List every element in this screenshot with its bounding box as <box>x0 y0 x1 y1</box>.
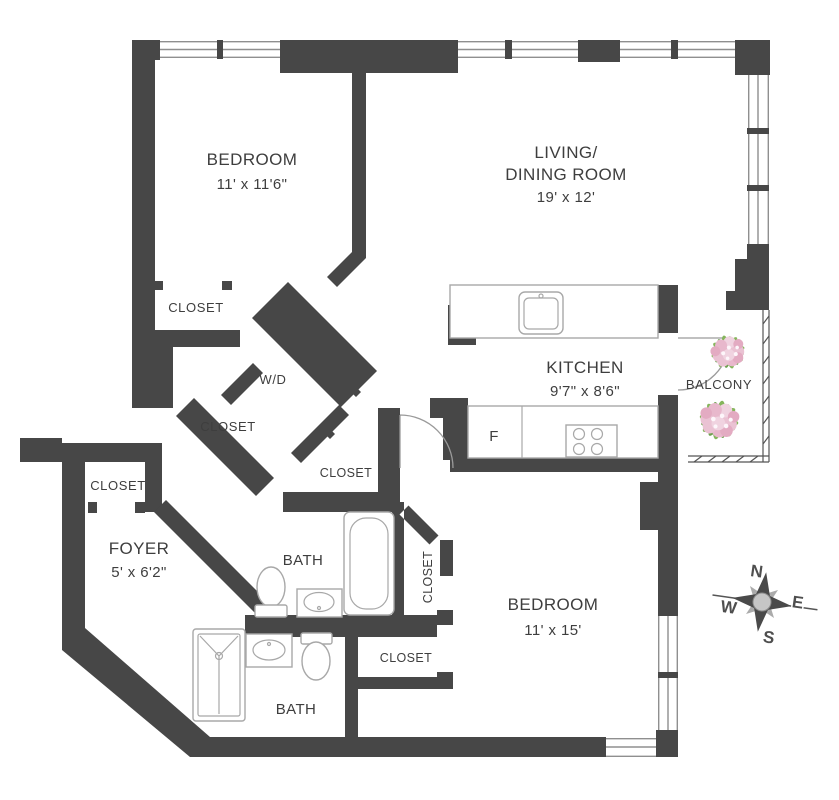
compass-rose-icon: N W E S <box>712 560 818 649</box>
kitchen-door-arc <box>399 414 454 469</box>
compass-south-label: S <box>762 627 776 647</box>
refrigerator-label: F <box>489 428 499 445</box>
stove <box>565 424 618 458</box>
balcony-railing <box>688 310 770 463</box>
bathtub <box>343 511 395 616</box>
hall-diagonal-walls <box>132 281 377 614</box>
bath-upper-label: BATH <box>283 552 324 569</box>
compass-north-label: N <box>749 561 764 582</box>
foyer-dims: 5' x 6'2" <box>111 564 167 581</box>
bath-sink <box>296 588 343 618</box>
bedroom-2-dims: 11' x 15' <box>524 622 581 639</box>
closet-bedroom-2-label: CLOSET <box>380 651 432 665</box>
bedroom-2-label: BEDROOM <box>508 595 599 614</box>
closet-foyer-label: CLOSET <box>90 478 146 493</box>
closet-bedroom-1-label: CLOSET <box>168 300 224 315</box>
living-dining-dims: 19' x 12' <box>537 189 596 206</box>
bath-lower-label: BATH <box>276 701 317 718</box>
bath-sink <box>245 633 293 668</box>
toilet <box>300 632 333 681</box>
kitchen-label: KITCHEN <box>546 358 623 377</box>
balcony-label: BALCONY <box>686 377 752 392</box>
kitchen-dims: 9'7" x 8'6" <box>550 383 620 400</box>
bedroom-1-dims: 11' x 11'6" <box>217 176 288 193</box>
closet-hall-label: CLOSET <box>200 419 256 434</box>
closet-mid-hall-label: CLOSET <box>320 466 372 480</box>
kitchen-island <box>449 284 659 339</box>
toilet <box>254 566 288 618</box>
kitchen-sink <box>518 291 564 335</box>
living-dining-label-line1: LIVING/ <box>534 143 597 162</box>
labels-layer: BEDROOM 11' x 11'6" LIVING/ DINING ROOM … <box>90 143 752 718</box>
kitchen-counter <box>467 405 659 459</box>
living-dining-label-line2: DINING ROOM <box>505 165 627 184</box>
washer-dryer-label: W/D <box>259 372 286 387</box>
bedroom-1-label: BEDROOM <box>207 150 298 169</box>
foyer-label: FOYER <box>109 539 170 558</box>
shower <box>192 628 246 722</box>
fixtures-layer <box>192 284 659 722</box>
window <box>160 41 735 58</box>
flower-icon-2 <box>696 397 742 443</box>
walls-layer <box>20 40 770 757</box>
compass-west-label: W <box>719 597 738 618</box>
windows-layer <box>160 41 769 757</box>
window <box>606 616 678 757</box>
window <box>748 75 769 244</box>
compass-east-label: E <box>791 592 805 612</box>
closet-bath-side-label: CLOSET <box>421 551 435 603</box>
